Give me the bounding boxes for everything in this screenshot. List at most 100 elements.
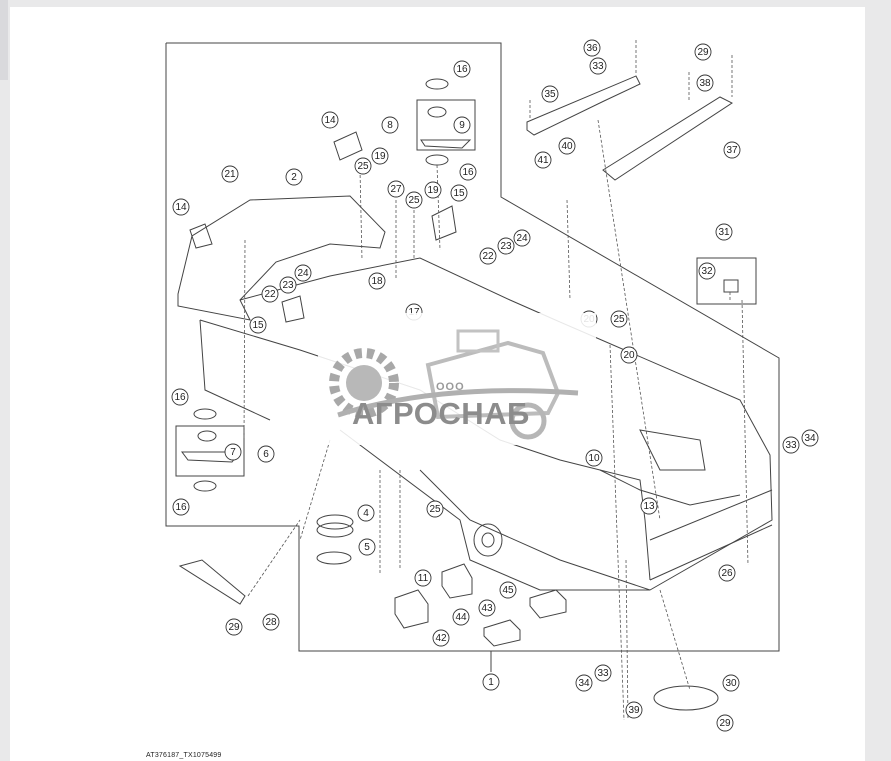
callout-26: 26 (718, 564, 736, 582)
callout-bubble (625, 701, 643, 719)
left-edge-strip (0, 0, 8, 80)
callout-29: 29 (694, 43, 712, 61)
mount-block-14-lower (189, 223, 213, 249)
callout-bubble (357, 504, 375, 522)
callout-34: 34 (801, 429, 819, 447)
callout-bubble (620, 346, 638, 364)
callout-number: 20 (623, 350, 635, 361)
bearing-4 (316, 514, 354, 530)
callout-34: 34 (575, 674, 593, 692)
callout-6: 6 (257, 445, 275, 463)
callout-number: 17 (408, 307, 420, 318)
callout-38: 38 (696, 74, 714, 92)
callout-43: 43 (478, 599, 496, 617)
callout-bubble (698, 262, 716, 280)
callout-number: 27 (390, 184, 402, 195)
callout-number: 23 (282, 280, 294, 291)
callout-bubble (381, 116, 399, 134)
callout-number: 34 (804, 433, 816, 444)
watermark-company-name: АГРОСНАБ (352, 396, 530, 431)
callout-bubble (479, 247, 497, 265)
callout-30: 30 (722, 674, 740, 692)
callout-29: 29 (225, 618, 243, 636)
callout-bubble (371, 147, 389, 165)
callout-1: 1 (482, 673, 500, 691)
callout-bubble (262, 613, 280, 631)
callout-number: 19 (427, 185, 439, 196)
callout-number: 42 (435, 633, 447, 644)
callout-18: 18 (368, 272, 386, 290)
callout-number: 11 (418, 573, 429, 584)
callout-number: 33 (592, 61, 604, 72)
leader-lines (243, 164, 749, 721)
callout-bubble (279, 276, 297, 294)
callout-bubble (171, 388, 189, 406)
callout-number: 22 (482, 251, 494, 262)
callout-23: 23 (279, 276, 297, 294)
callout-bubble (585, 449, 603, 467)
callout-bubble (221, 165, 239, 183)
callout-7: 7 (224, 443, 242, 461)
callout-40: 40 (558, 137, 576, 155)
snap-ring-5 (316, 551, 352, 565)
callout-bubble (583, 39, 601, 57)
callout-number: 26 (721, 568, 733, 579)
callout-42: 42 (432, 629, 450, 647)
callout-31: 31 (715, 223, 733, 241)
callout-35: 35 (541, 85, 559, 103)
callout-bubble (225, 618, 243, 636)
callout-bubble (459, 163, 477, 181)
callout-bubble (321, 111, 339, 129)
watermark-logo-icon (329, 329, 579, 440)
callout-number: 24 (516, 233, 528, 244)
weight-42 (394, 589, 429, 629)
callout-22: 22 (479, 247, 497, 265)
callout-number: 36 (586, 43, 598, 54)
callout-number: 16 (462, 167, 474, 178)
main-frame (177, 195, 773, 591)
callout-41: 41 (534, 151, 552, 169)
callout-21: 21 (221, 165, 239, 183)
callout-36: 36 (583, 39, 601, 57)
callout-15: 15 (249, 316, 267, 334)
callout-number: 33 (597, 668, 609, 679)
callout-number: 30 (725, 678, 737, 689)
callout-bubble (405, 191, 423, 209)
callout-number: 40 (561, 141, 573, 152)
callout-number: 25 (613, 314, 625, 325)
callout-37: 37 (723, 141, 741, 159)
callout-4: 4 (357, 504, 375, 522)
callout-bubble (482, 673, 500, 691)
callout-number: 22 (264, 289, 276, 300)
callout-bubble (354, 157, 372, 175)
callout-bubble (558, 137, 576, 155)
assembly-outline (165, 42, 780, 652)
callout-bubble (172, 498, 190, 516)
callout-number: 15 (252, 320, 264, 331)
callout-25: 25 (610, 310, 628, 328)
callout-number: 21 (224, 169, 236, 180)
callout-bubble (541, 85, 559, 103)
callout-33: 33 (782, 436, 800, 454)
cover-plate-37 (602, 96, 733, 181)
callout-number: 13 (643, 501, 655, 512)
callout-bubble (358, 538, 376, 556)
callout-bubble (387, 180, 405, 198)
detail-box-31 (696, 257, 757, 305)
callout-bubble (453, 116, 471, 134)
callout-number: 16 (174, 392, 186, 403)
callout-number: 28 (265, 617, 277, 628)
weight-44 (483, 619, 521, 647)
guard-plate-28 (178, 559, 246, 605)
callout-19: 19 (424, 181, 442, 199)
figure-code: AT376187_TX1075499 (146, 752, 222, 759)
detail-box-8 (416, 99, 476, 151)
detail-box-6 (175, 425, 245, 477)
callout-25: 25 (354, 157, 372, 175)
callout-bubble (285, 168, 303, 186)
callout-bubble (453, 60, 471, 78)
callout-number: 2 (291, 172, 297, 183)
callout-bubble (452, 608, 470, 626)
callout-number: 29 (719, 718, 731, 729)
weight-43 (441, 563, 473, 599)
